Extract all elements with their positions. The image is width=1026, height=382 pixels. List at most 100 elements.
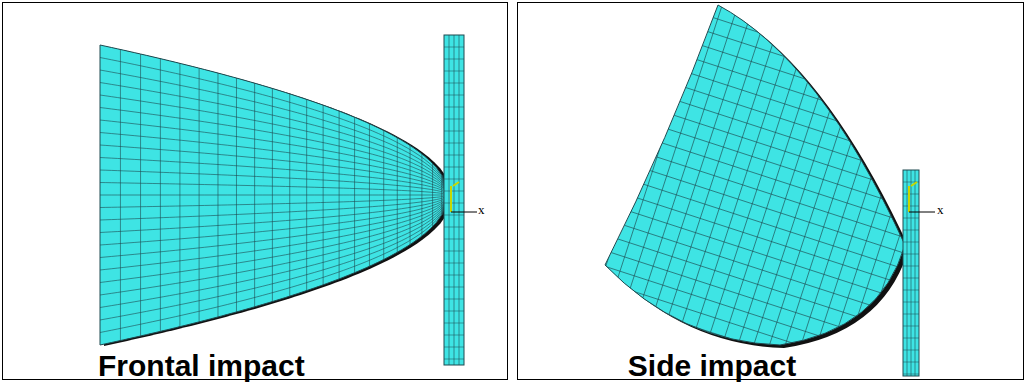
axis-label: x [478, 203, 485, 217]
figure-panel: Frontal impact [2, 2, 508, 380]
mesh-line [100, 183, 448, 196]
mesh-line [486, 0, 721, 382]
plate-mesh-line [903, 314, 919, 315]
mesh-line [100, 120, 448, 195]
mesh-line [410, 93, 1026, 315]
plate-mesh-line [444, 311, 464, 312]
mesh-line [421, 154, 422, 236]
plate-mesh-line [444, 83, 464, 84]
plate-mesh-line [903, 374, 919, 375]
contact-marker [453, 182, 459, 186]
plate-mesh-line [444, 347, 464, 348]
mesh-line [387, 164, 1026, 382]
plate-mesh-line [903, 242, 919, 243]
mesh-line [383, 131, 384, 260]
plate-mesh-line [444, 335, 464, 336]
plate-mesh-line [903, 326, 919, 327]
mesh-line [382, 178, 1026, 382]
mesh-line [410, 145, 411, 244]
mesh-line [414, 0, 649, 382]
mesh-line [771, 0, 1006, 382]
mesh-line [345, 292, 1026, 382]
mesh-line [350, 278, 1026, 382]
mesh-line [100, 195, 448, 233]
plate-mesh-line [444, 275, 464, 276]
mesh-line [100, 195, 448, 270]
plate-mesh-line [444, 143, 464, 144]
plate-mesh-line [444, 95, 464, 96]
mesh-line [424, 50, 1026, 272]
mesh-line [357, 0, 592, 382]
mesh-line [254, 83, 255, 307]
mesh-line [372, 0, 607, 382]
plate-mesh-line [903, 266, 919, 267]
axis-label: x [937, 203, 944, 217]
axis-line [451, 212, 477, 213]
plate-mesh-line [444, 203, 464, 204]
mesh-line [600, 0, 835, 382]
mesh-line [757, 0, 992, 382]
plate-mesh-line [903, 218, 919, 219]
mesh-line [314, 0, 549, 382]
mesh-line [500, 0, 735, 382]
mesh-line [971, 0, 1026, 382]
mesh-line [359, 249, 1026, 382]
mesh-line [415, 78, 1026, 300]
mesh-line [461, 0, 1026, 158]
plate-mesh-line [444, 59, 464, 60]
mesh-line [442, 0, 1026, 215]
panel-title: Frontal impact [98, 350, 305, 382]
mesh-line [471, 0, 706, 382]
plate-mesh-line [444, 215, 464, 216]
mesh-line [386, 0, 621, 382]
impact-plate [903, 170, 919, 376]
mesh-line [364, 235, 1026, 382]
mesh-line [100, 195, 448, 320]
mesh-line [728, 0, 963, 382]
mesh-line [428, 35, 1026, 257]
mesh-line [306, 99, 307, 290]
mesh-line [100, 195, 448, 295]
plate-mesh-line [444, 131, 464, 132]
plate-mesh-line [907, 170, 908, 376]
plate-mesh-line [903, 302, 919, 303]
mesh-line [857, 0, 1026, 382]
mesh-line [160, 59, 161, 332]
impact-plate [444, 35, 464, 365]
plate-mesh-line [903, 350, 919, 351]
mesh-line [100, 195, 448, 308]
mesh-line [457, 0, 692, 382]
mesh-line [354, 117, 355, 272]
mesh-line [685, 0, 920, 382]
plate-mesh-line [903, 338, 919, 339]
mesh-line [100, 70, 448, 195]
plate-mesh-line [444, 227, 464, 228]
plate-mesh-line [444, 251, 464, 252]
mesh-line [742, 0, 977, 382]
mesh-line [368, 221, 1026, 382]
mesh-line [369, 124, 370, 267]
mesh-line [100, 195, 448, 196]
plate-mesh-line [915, 170, 916, 376]
mesh-line [466, 0, 1026, 144]
mesh-line [100, 195, 448, 220]
mesh-line [377, 192, 1026, 382]
plate-mesh-line [444, 179, 464, 180]
contact-marker [911, 182, 917, 186]
mesh-line [100, 158, 448, 196]
mesh-line [614, 0, 849, 382]
mesh-line [100, 133, 448, 196]
plate-mesh-line [444, 263, 464, 264]
mesh-line [657, 0, 892, 382]
plate-mesh-line [444, 107, 464, 108]
axis-line [909, 212, 935, 213]
mesh-line [140, 54, 141, 336]
contact-marker [908, 186, 910, 212]
mesh-line [340, 307, 1025, 382]
mesh-line [120, 49, 121, 340]
mesh-line [942, 0, 1026, 382]
mesh-line [100, 195, 448, 245]
mesh-line [217, 73, 218, 317]
mesh-surface [605, 5, 905, 345]
mesh-line [484, 0, 1026, 87]
